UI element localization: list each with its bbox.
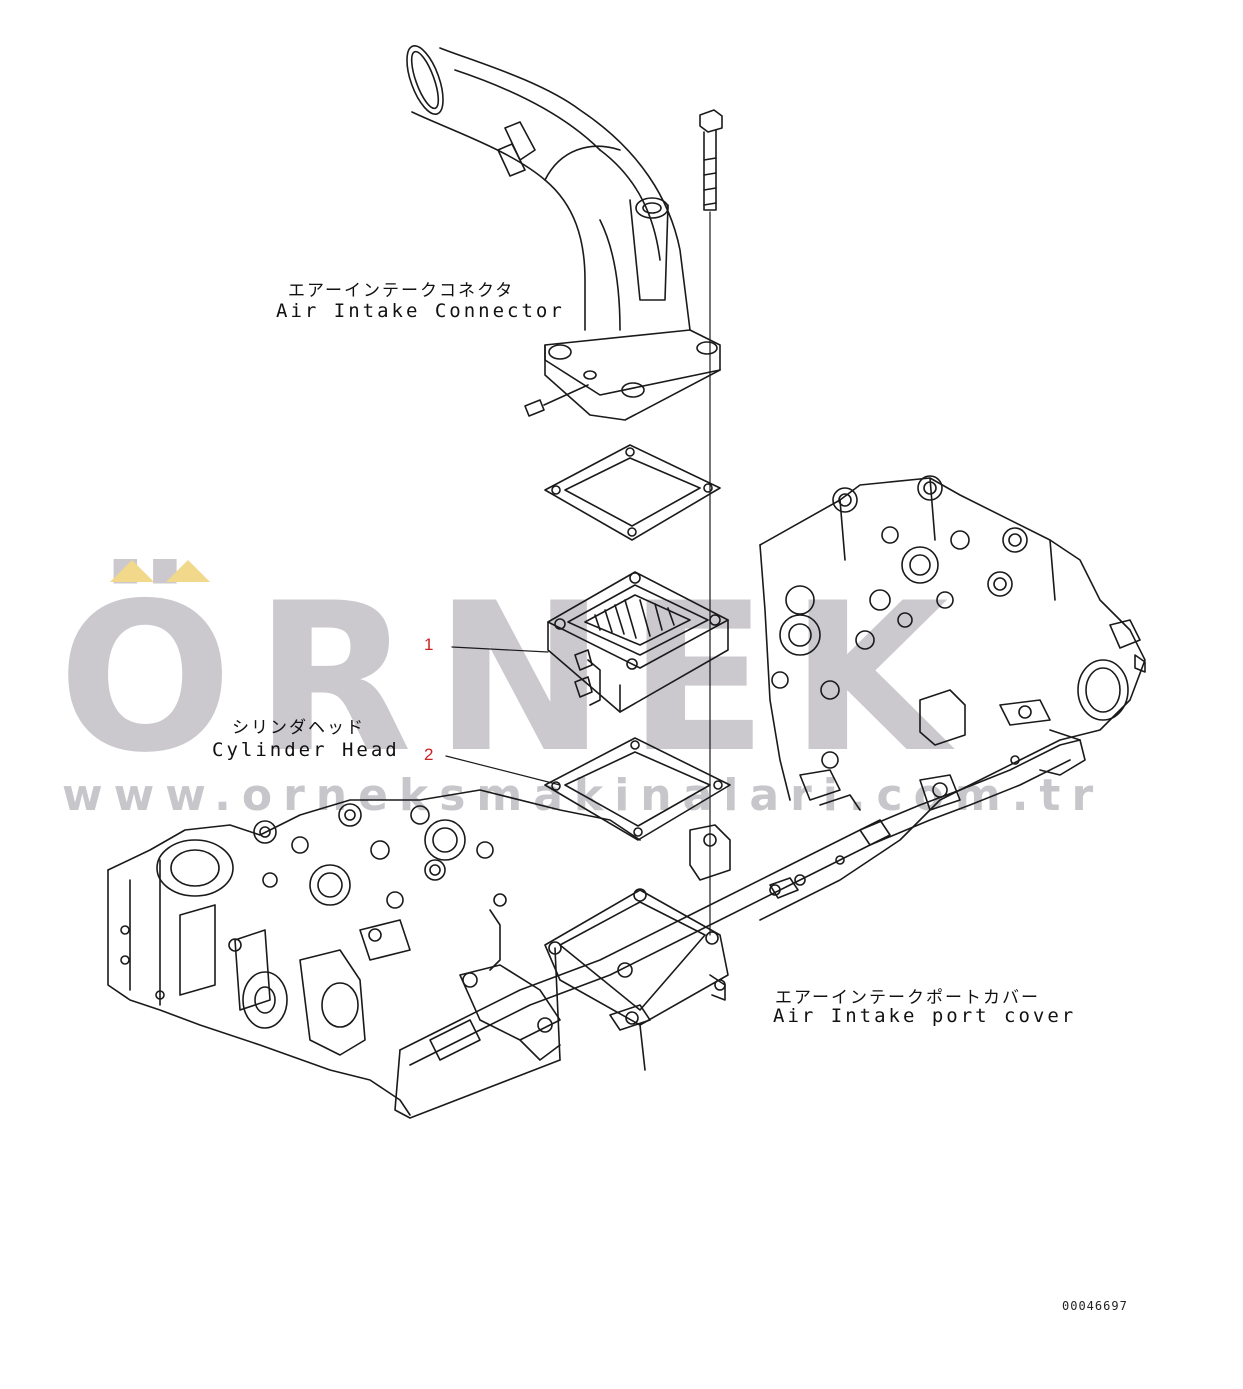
upper-gasket-part [544,444,721,541]
cylinder-head-right [759,475,1146,921]
watermark-accent-icon [110,560,154,582]
cylinder-head-left [107,789,641,1116]
drawing-code: 00046697 [1062,1299,1128,1313]
callout-number-1: 1 [424,635,434,654]
callout-number-2: 2 [424,745,434,764]
air-intake-port-cover-label-jp: エアーインテークポートカバー [775,988,1040,1008]
watermark-accent-icon [166,560,210,582]
air-heater-part [547,571,729,713]
cylinder-head-label-en: Cylinder Head [212,739,400,761]
air-intake-connector-label-jp: エアーインテークコネクタ [288,281,515,301]
bolt-part [699,109,723,936]
air-intake-port-cover-part [394,739,1081,1119]
air-intake-connector-label-en: Air Intake Connector [276,300,565,322]
cylinder-head-label-jp: シリンダヘッド [232,718,365,738]
callout-leader-2 [445,755,561,786]
air-intake-port-cover-label-en: Air Intake port cover [773,1005,1077,1027]
watermark-brand: ÖRNEK [58,560,971,798]
lower-gasket-part [544,737,731,841]
air-intake-connector-part [406,45,721,421]
callout-leader-1 [451,646,549,653]
